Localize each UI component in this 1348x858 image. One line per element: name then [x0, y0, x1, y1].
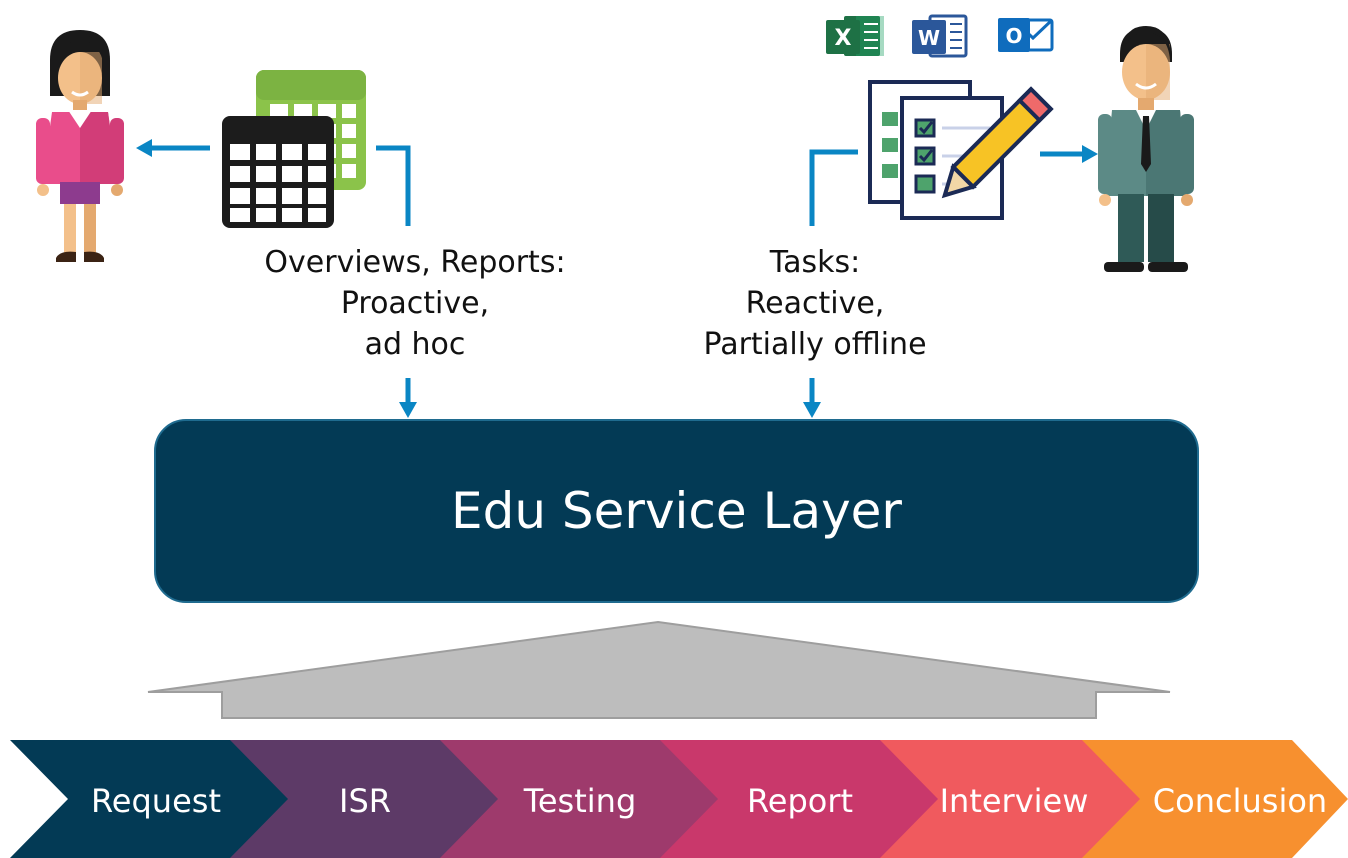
chevron-report [660, 740, 942, 858]
excel-icon: X [826, 16, 884, 56]
reports-caption-line3: ad hoc [364, 327, 466, 362]
tasks-caption: Tasks: Reactive, Partially offline [680, 242, 950, 365]
step-label-request: Request [91, 782, 221, 820]
reports-down-arrow [399, 378, 417, 418]
process-chevrons [10, 740, 1348, 858]
chevron-isr [230, 740, 502, 858]
step-label-interview: Interview [939, 782, 1089, 820]
chevron-conclusion [1082, 740, 1348, 858]
outlook-letter: O [1005, 24, 1022, 48]
service-layer-box: Edu Service Layer [154, 419, 1199, 603]
word-icon: W [912, 14, 968, 58]
report-tables-icon [222, 70, 366, 228]
step-label-conclusion: Conclusion [1152, 782, 1328, 820]
reports-connector-line [376, 145, 411, 226]
platform-up-arrow [147, 620, 1171, 719]
tasks-caption-line2: Reactive, [745, 286, 885, 321]
chevron-testing [440, 740, 722, 858]
reports-to-user-arrow [136, 139, 210, 157]
tasks-caption-line1: Tasks: [769, 245, 861, 280]
reports-caption-line2: Proactive, [340, 286, 490, 321]
tasks-checklist-icon [868, 80, 1054, 220]
excel-letter: X [835, 26, 852, 51]
tasks-down-arrow [803, 378, 821, 418]
service-layer-title: Edu Service Layer [450, 482, 902, 540]
word-letter: W [918, 26, 940, 50]
step-label-report: Report [746, 782, 854, 820]
reports-caption-line1: Overviews, Reports: [264, 245, 566, 280]
tasks-connector-line [809, 149, 858, 226]
chevron-request [10, 740, 292, 858]
outlook-icon: O [998, 18, 1054, 52]
tasks-to-user-arrow [1040, 145, 1098, 163]
reports-caption: Overviews, Reports: Proactive, ad hoc [240, 242, 590, 365]
tasks-caption-line3: Partially offline [703, 327, 927, 362]
chevron-interview [880, 740, 1144, 858]
step-label-isr: ISR [339, 782, 391, 820]
female-user-icon [36, 30, 124, 262]
male-user-icon [1098, 26, 1194, 272]
step-label-testing: Testing [523, 782, 637, 820]
